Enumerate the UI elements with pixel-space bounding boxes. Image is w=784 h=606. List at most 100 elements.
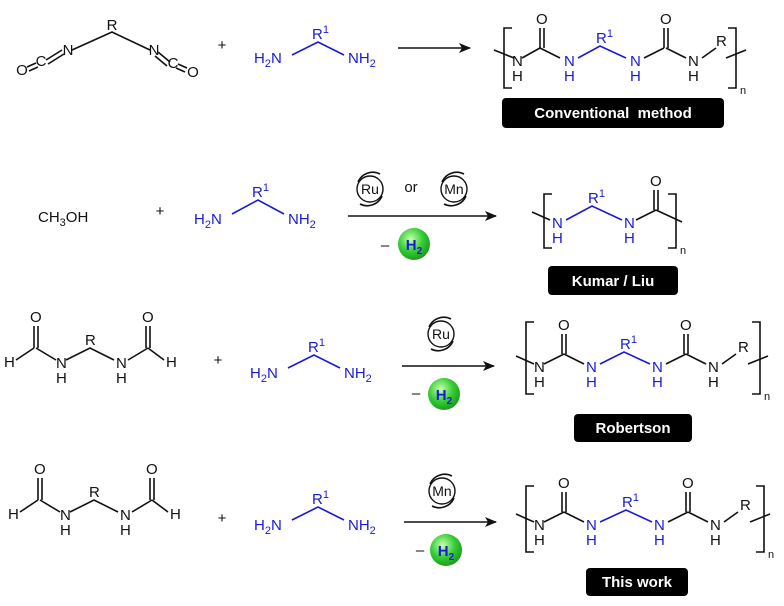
row-robertson: H O N H R N H O H + H2N R1 NH2 Ru – H2 xyxy=(4,309,770,442)
atom-h: H xyxy=(534,374,545,391)
atom-h: H xyxy=(512,68,523,85)
atom-n: N xyxy=(630,53,641,70)
mn-catalyst: Mn xyxy=(428,473,456,509)
atom-n: N xyxy=(149,42,160,59)
atom-r: R xyxy=(738,339,749,356)
atom-r1: R1 xyxy=(308,337,325,356)
atom-h: H xyxy=(564,68,575,85)
minus-sign: – xyxy=(416,542,425,559)
atom-h: H xyxy=(4,354,15,371)
atom-r1: R1 xyxy=(588,188,605,207)
atom-o: O xyxy=(680,317,692,334)
mn-label: Mn xyxy=(444,181,463,197)
h2-label: H2 xyxy=(436,387,453,407)
or-text: or xyxy=(404,179,417,196)
atom-n: N xyxy=(120,507,131,524)
atom-n: N xyxy=(512,53,523,70)
diisocyanate-structure: R N N C C O O xyxy=(16,17,199,81)
atom-h: H xyxy=(586,374,597,391)
method-label-box xyxy=(502,98,724,128)
repeat-n: n xyxy=(680,245,686,257)
methanol-label: CH3OH xyxy=(38,209,88,229)
atom-h: H xyxy=(652,374,663,391)
row-kumar-liu: CH3OH + H2N R1 NH2 Ru or Mn – H2 xyxy=(38,171,686,295)
atom-n: N xyxy=(708,359,719,376)
atom-h: H xyxy=(56,370,67,387)
h2n-label: H2N xyxy=(194,211,222,231)
atom-n: N xyxy=(63,42,74,59)
atom-r1: R1 xyxy=(312,489,329,508)
polyurea-product: N H O N H R1 N H O N H R n xyxy=(515,475,774,561)
atom-o: O xyxy=(650,173,662,190)
atom-o: O xyxy=(142,309,154,326)
method-label: Robertson xyxy=(596,420,671,437)
atom-n: N xyxy=(624,215,635,232)
h2n-label: H2N xyxy=(254,50,282,70)
h2n-label: H2N xyxy=(254,517,282,537)
atom-o: O xyxy=(682,475,694,492)
atom-h: H xyxy=(630,68,641,85)
atom-n: N xyxy=(60,507,71,524)
nh2-label: NH2 xyxy=(348,50,376,70)
row-conventional: R N N C C O O + H2N R1 NH2 xyxy=(16,11,747,128)
ru-label: Ru xyxy=(361,181,379,197)
repeat-n: n xyxy=(768,549,774,561)
atom-o: O xyxy=(187,64,199,81)
atom-h: H xyxy=(170,506,181,523)
atom-o: O xyxy=(536,11,548,28)
atom-n: N xyxy=(116,355,127,372)
atom-n: N xyxy=(534,517,545,534)
minus-sign: – xyxy=(381,237,390,254)
atom-n: N xyxy=(552,215,563,232)
atom-h: H xyxy=(708,374,719,391)
atom-o: O xyxy=(660,11,672,28)
atom-o: O xyxy=(558,475,570,492)
plus-sign: + xyxy=(214,352,223,369)
atom-h: H xyxy=(166,354,177,371)
mn-catalyst: Mn xyxy=(440,171,468,207)
method-label-box xyxy=(586,568,688,596)
repeat-n: n xyxy=(740,85,746,97)
atom-o: O xyxy=(34,461,46,478)
atom-n: N xyxy=(652,359,663,376)
atom-h: H xyxy=(534,532,545,549)
atom-r: R xyxy=(107,17,118,34)
atom-o: O xyxy=(16,62,28,79)
diamine-structure: H2N R1 NH2 xyxy=(254,489,376,537)
method-label: Kumar / Liu xyxy=(572,273,655,290)
atom-h: H xyxy=(552,230,563,247)
atom-r1: R1 xyxy=(596,28,613,47)
atom-o: O xyxy=(146,461,158,478)
method-label-box xyxy=(574,414,692,442)
ru-label: Ru xyxy=(432,326,450,342)
atom-h: H xyxy=(710,532,721,549)
method-label-box xyxy=(548,266,678,295)
h2n-label: H2N xyxy=(250,365,278,385)
atom-n: N xyxy=(710,517,721,534)
atom-h: H xyxy=(60,522,71,539)
nh2-label: NH2 xyxy=(348,517,376,537)
atom-r: R xyxy=(716,33,727,50)
atom-r1: R1 xyxy=(252,182,269,201)
diamine-structure: H2N R1 NH2 xyxy=(254,24,376,70)
atom-n: N xyxy=(534,359,545,376)
method-label: This work xyxy=(602,574,673,591)
row-this-work: H O N H R N H O H + H2N R1 NH2 Mn – H2 xyxy=(8,461,774,596)
atom-r1: R1 xyxy=(312,24,329,43)
nh2-label: NH2 xyxy=(344,365,372,385)
ru-catalyst: Ru xyxy=(356,171,384,207)
diamine-structure: H2N R1 NH2 xyxy=(250,337,372,385)
h2-label: H2 xyxy=(438,543,455,563)
hydrogen-sphere: H2 xyxy=(428,378,460,410)
atom-n: N xyxy=(564,53,575,70)
atom-o: O xyxy=(30,309,42,326)
diformamide-structure: H O N H R N H O H xyxy=(8,461,181,539)
atom-h: H xyxy=(654,532,665,549)
atom-h: H xyxy=(688,68,699,85)
atom-r1: R1 xyxy=(620,334,637,353)
atom-h: H xyxy=(116,370,127,387)
atom-n: N xyxy=(586,517,597,534)
plus-sign: + xyxy=(156,203,165,220)
diamine-structure: H2N R1 NH2 xyxy=(194,182,316,231)
